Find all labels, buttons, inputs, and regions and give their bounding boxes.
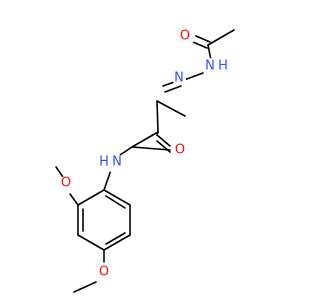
ring-inner-bond-2: [105, 232, 126, 245]
atom-o-acetyl: O: [180, 29, 190, 44]
bond-c3-c2: [156, 100, 159, 133]
atom-o-methoxy-ortho: O: [61, 176, 71, 191]
atom-n-hydrazide: N: [205, 59, 215, 74]
bond-ring-o-ortho: [69, 193, 79, 206]
atom-n-imine: N: [174, 71, 184, 86]
bond-cn-double-b: [164, 85, 182, 93]
bonds: [55, 29, 235, 293]
ring-bond-1: [77, 189, 105, 206]
bond-acetyl-methyl: [207, 29, 235, 46]
ring-bond-4: [103, 234, 131, 251]
atom-labels: O N H N O H N O O: [59, 29, 228, 280]
bond-nh-ring: [103, 169, 112, 191]
bond-c2-carbonyl: [131, 131, 159, 148]
atom-h-hydrazide: H: [218, 59, 228, 74]
bond-o-methyl-para: [73, 281, 97, 293]
atom-o-amide: O: [175, 143, 185, 158]
ring-inner-bond-3: [105, 195, 126, 209]
atom-h-amide: H: [99, 155, 109, 170]
atom-n-amide: N: [112, 155, 122, 170]
molecule-structure-diagram: O N H N O H N O O: [55, 29, 235, 293]
bond-c1-o-double-a: [156, 134, 171, 147]
bond-o-methyl-ortho: [55, 166, 64, 178]
bond-acetyl-nh: [207, 44, 212, 61]
bond-c3-methyl: [156, 100, 186, 117]
bond-co-double-a: [195, 35, 211, 43]
bond-n-n: [183, 72, 204, 81]
bond-carbonyl-o-a: [131, 146, 171, 151]
ring-bond-6: [103, 189, 131, 206]
bond-co-double-b: [192, 41, 208, 49]
ring-bond-3: [77, 234, 105, 251]
atom-o-methoxy-para: O: [99, 265, 109, 280]
bond-carbonyl-nh: [119, 146, 133, 156]
